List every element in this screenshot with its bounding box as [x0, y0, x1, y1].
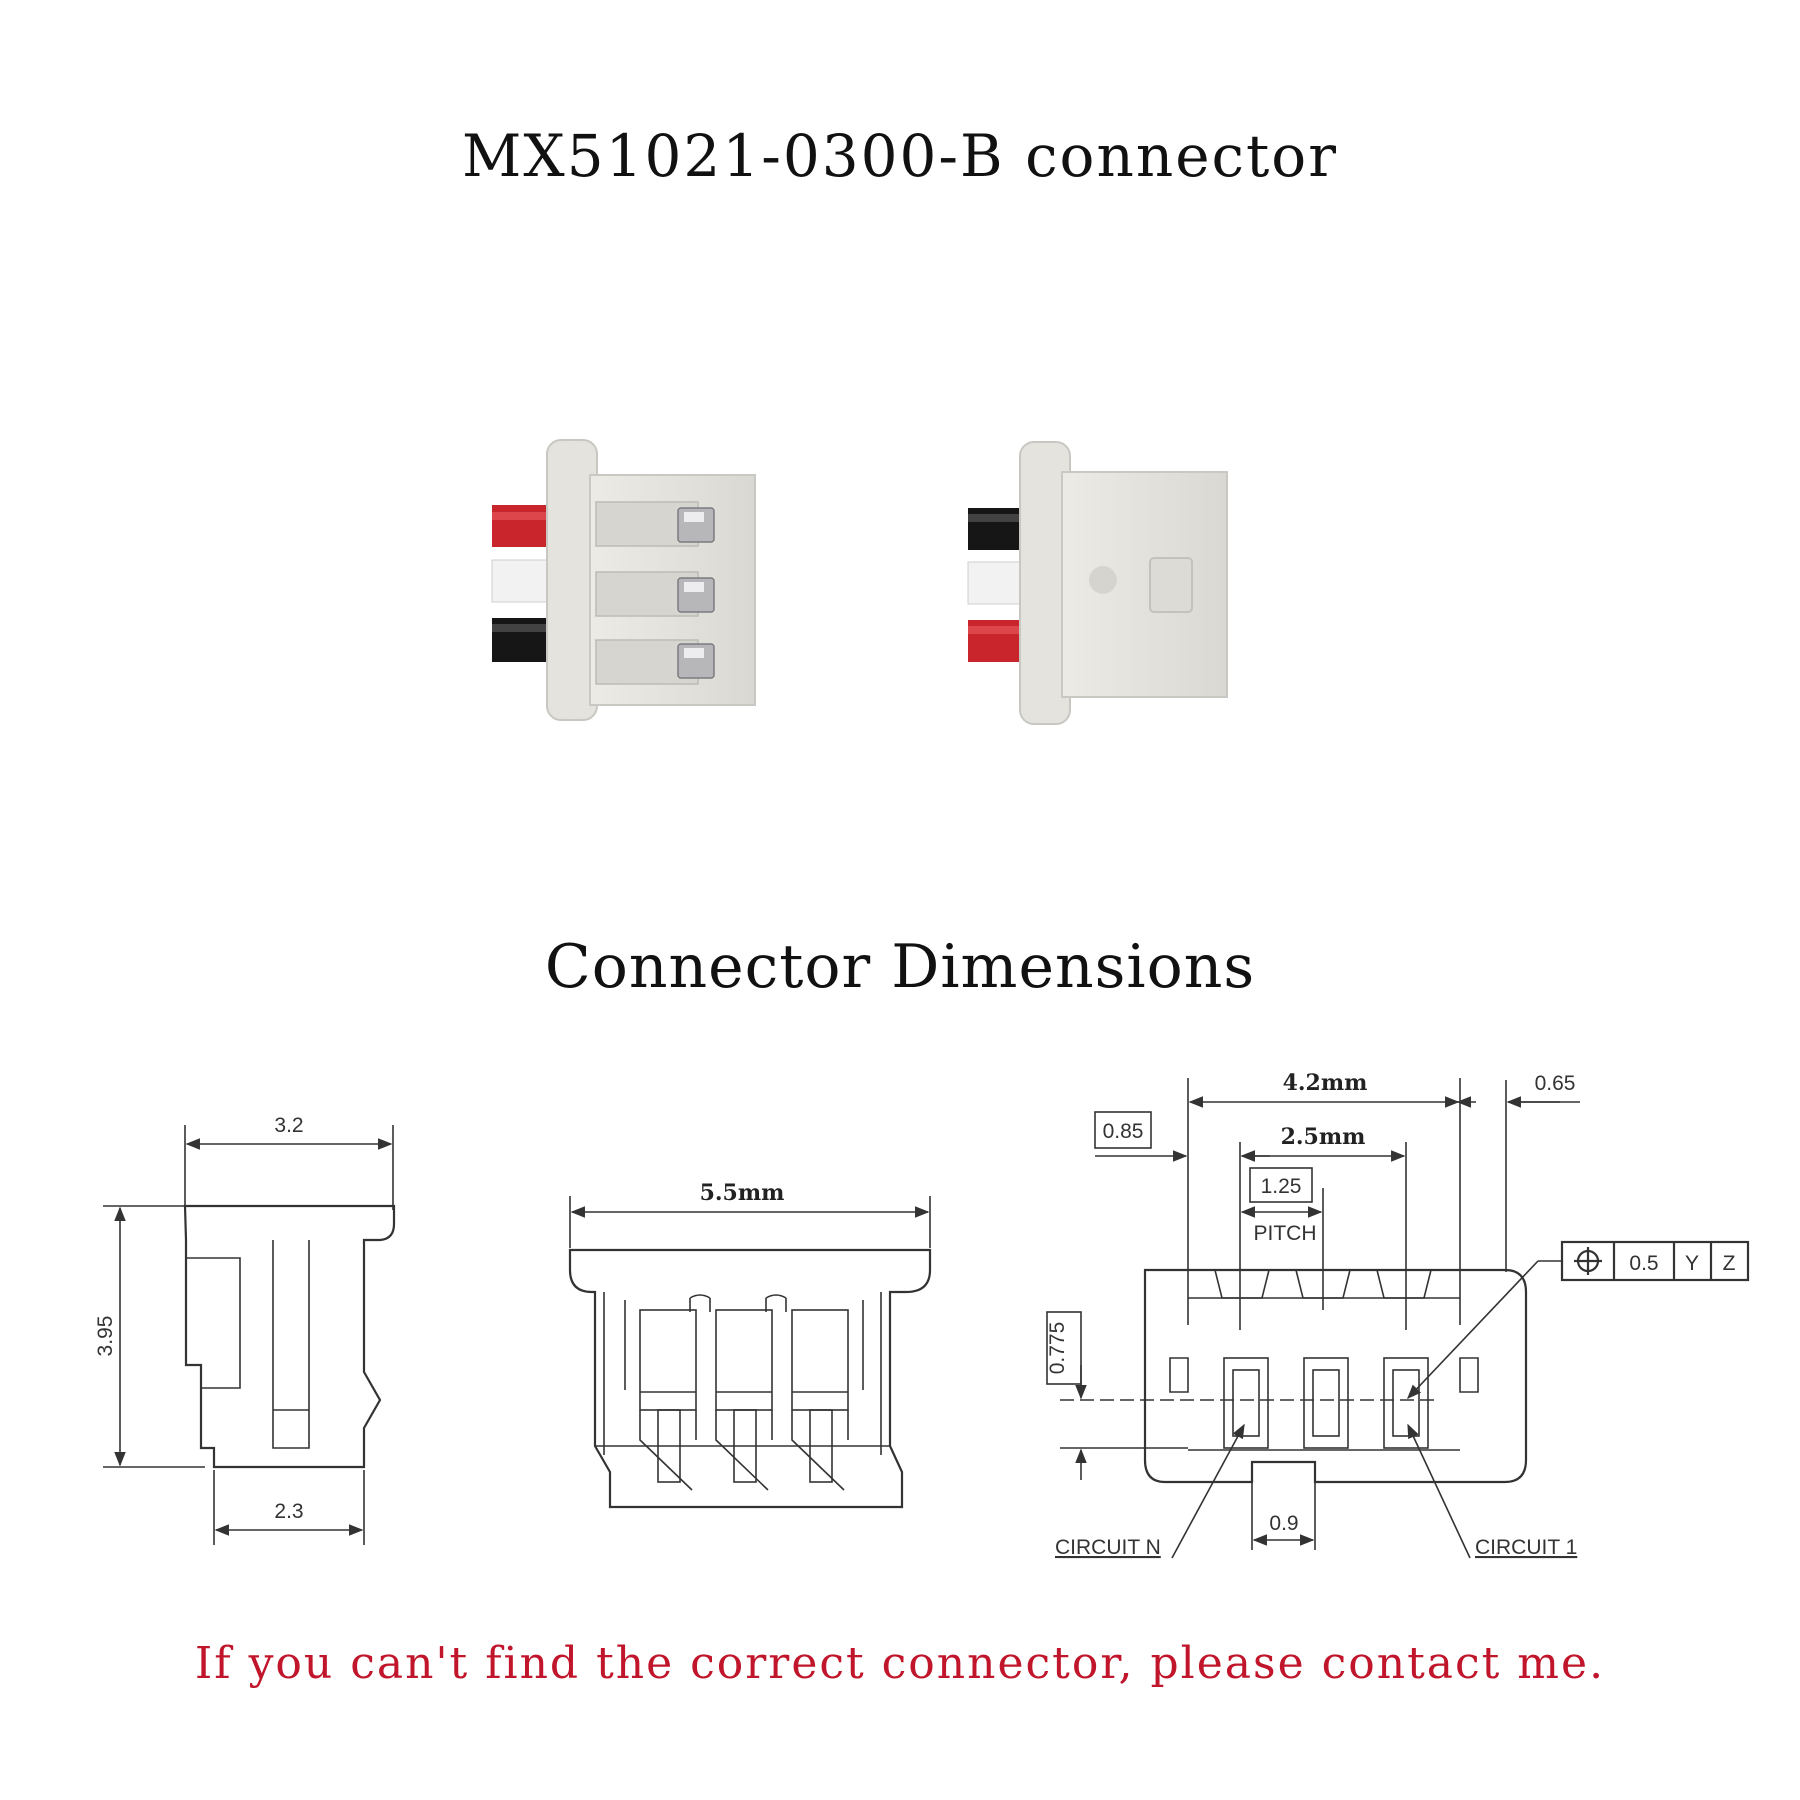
tolerance-datum-z: Z — [1723, 1252, 1736, 1275]
dim-width-bottom: 2.3 — [274, 1500, 303, 1523]
contact-note: If you can't find the correct connector,… — [194, 1638, 1606, 1689]
drawing-front-view: 5.5mm — [568, 1180, 932, 1509]
dim-right-offset: 0.65 — [1535, 1072, 1576, 1095]
dim-width: 4.2mm — [1283, 1070, 1368, 1096]
dim-width-front: 5.5mm — [700, 1180, 785, 1206]
drawing-side-view: 3.2 3.95 2.3 — [94, 1114, 396, 1545]
circuit-n-label: CIRCUIT N — [1055, 1536, 1161, 1559]
tolerance-datum-y: Y — [1685, 1252, 1699, 1275]
tolerance-frame: 0.5 Y Z — [1407, 1240, 1750, 1400]
connector-photo-front — [491, 439, 756, 721]
page-title: MX51021-0300-B connector — [462, 122, 1338, 190]
circuit-1-label: CIRCUIT 1 — [1475, 1536, 1577, 1559]
drawing-top-view: 4.2mm 0.65 0.85 2.5mm 1.25 PITCH 0.5 Y — [1046, 1070, 1750, 1559]
dim-pin-span: 2.5mm — [1281, 1124, 1366, 1150]
connector-photo-back — [967, 441, 1228, 725]
dim-edge-offset: 0.85 — [1103, 1120, 1144, 1143]
dim-width-top: 3.2 — [274, 1114, 303, 1137]
tolerance-value: 0.5 — [1629, 1252, 1658, 1275]
dim-pitch: 1.25 — [1261, 1175, 1302, 1198]
section-title: Connector Dimensions — [544, 932, 1256, 1002]
pitch-label: PITCH — [1254, 1222, 1317, 1245]
dim-row-offset: 0.775 — [1046, 1322, 1069, 1375]
dim-height: 3.95 — [94, 1316, 117, 1357]
dim-slot-width: 0.9 — [1269, 1512, 1298, 1535]
